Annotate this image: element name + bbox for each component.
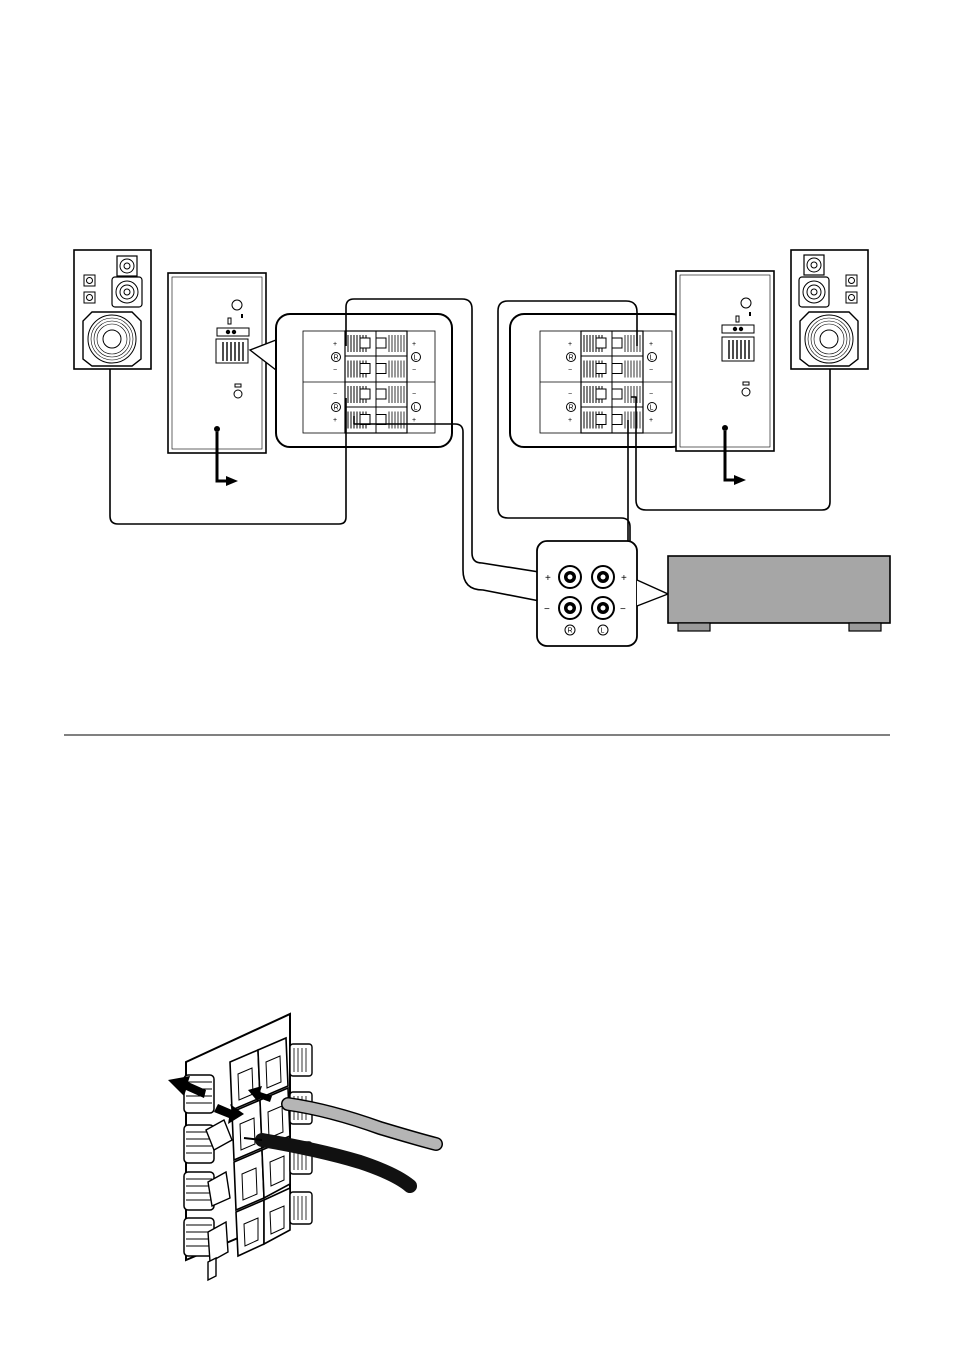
amp-label-l: L [601, 628, 605, 635]
terminal-hole [612, 338, 622, 348]
left-panel-l-lower: L [414, 405, 418, 412]
amplifier-terminal-panel: + − + − R L [537, 541, 637, 646]
right-panel-minus-2: − [568, 391, 572, 398]
left-panel-minus-4: − [412, 391, 416, 398]
right-panel-plus-3: + [649, 341, 653, 348]
right-panel-l-upper: L [650, 355, 654, 362]
terminal-hole [596, 338, 606, 348]
terminal-hole [596, 389, 606, 399]
right-panel-r-lower: R [569, 405, 574, 412]
left-panel-r-upper: R [334, 355, 339, 362]
left-panel-minus-1: − [333, 367, 337, 374]
amp-label-r: R [568, 628, 573, 635]
terminal-hole [612, 364, 622, 374]
terminal-hole [360, 338, 370, 348]
right-panel-minus-4: − [649, 391, 653, 398]
terminal-closeup-illustration [168, 1014, 436, 1280]
terminal-hole [360, 389, 370, 399]
terminal-hole [596, 364, 606, 374]
left-speaker-back [168, 273, 266, 486]
terminal-hole [360, 415, 370, 425]
terminal-hole [376, 415, 386, 425]
left-panel-l-upper: L [414, 355, 418, 362]
left-panel-plus-4: + [412, 417, 416, 424]
amp-label-plus-right: + [621, 573, 627, 584]
right-speaker-front [791, 250, 868, 369]
right-terminal-callout: + − − + + − − + R L R L [510, 314, 686, 447]
terminal-hole [376, 364, 386, 374]
right-panel-plus-4: + [649, 417, 653, 424]
right-panel-minus-1: − [568, 367, 572, 374]
amp-label-minus-right: − [620, 604, 626, 615]
amp-label-minus-left: − [544, 604, 550, 615]
left-speaker-front [74, 250, 151, 369]
left-panel-minus-3: − [412, 367, 416, 374]
left-panel-r-lower: R [334, 405, 339, 412]
left-panel-plus-2: + [333, 417, 337, 424]
left-panel-plus-3: + [412, 341, 416, 348]
right-speaker-back [676, 271, 774, 485]
terminal-hole [612, 415, 622, 425]
right-panel-l-lower: L [650, 405, 654, 412]
left-terminal-callout: + − − + + − − + R L R L [276, 314, 452, 447]
terminal-hole [612, 389, 622, 399]
left-panel-minus-2: − [333, 391, 337, 398]
amplifier-unit [668, 556, 890, 631]
terminal-hole [360, 364, 370, 374]
terminal-hole [376, 389, 386, 399]
right-panel-plus-1: + [568, 341, 572, 348]
amp-callout-pointer [637, 580, 668, 606]
right-panel-r-upper: R [569, 355, 574, 362]
left-panel-plus-1: + [333, 341, 337, 348]
terminal-hole [376, 338, 386, 348]
terminal-hole [596, 415, 606, 425]
right-panel-minus-3: − [649, 367, 653, 374]
amp-label-plus-left: + [545, 573, 551, 584]
right-panel-plus-2: + [568, 417, 572, 424]
